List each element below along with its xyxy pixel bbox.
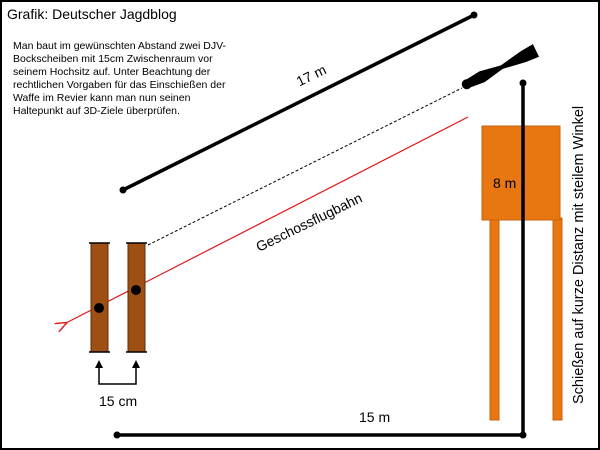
trajectory-label: Geschossflugbahn [253,189,364,254]
hochsitz [481,125,563,421]
sight-line [147,87,463,246]
distance-17m-label: 17 m [294,61,329,89]
impact-point-left [94,303,104,313]
target-board-left [89,242,110,353]
rifle-icon [461,44,540,90]
target-gap-bracket [95,360,140,385]
target-board-right [126,242,147,353]
description-text: Man baut im gewünschten Abstand zwei DJV… [13,40,227,117]
target-gap-label: 15 cm [99,393,137,409]
distance-line-17m [119,11,478,194]
distance-line-15m [113,431,523,439]
trajectory-line [66,116,469,323]
side-caption: Schießen auf kurze Distanz mit steilem W… [571,106,587,404]
distance-15m-label: 15 m [359,409,390,425]
impact-point-right [131,285,141,295]
height-8m-label: 8 m [493,175,516,191]
page-title: Grafik: Deutscher Jagdblog [7,6,177,22]
